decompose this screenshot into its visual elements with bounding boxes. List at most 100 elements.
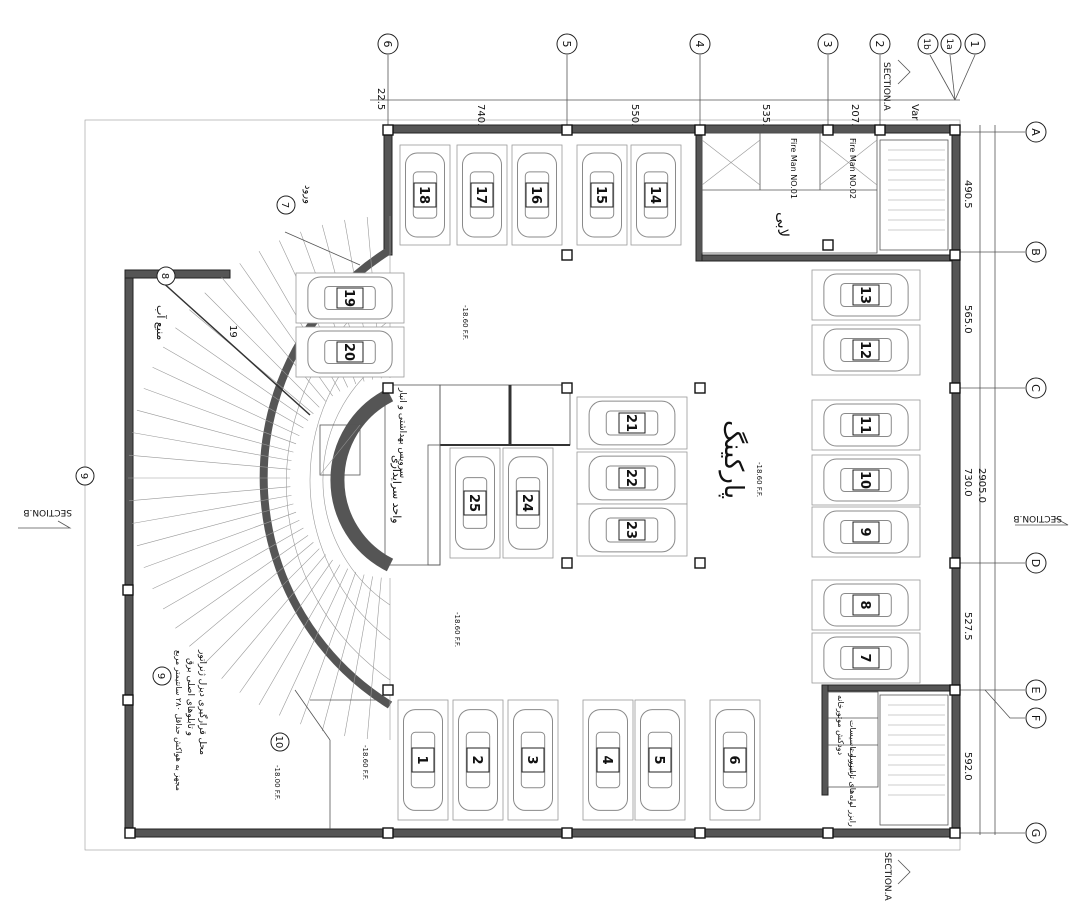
car-roof bbox=[410, 731, 436, 789]
svg-text:9: 9 bbox=[155, 673, 166, 679]
stall-outline bbox=[634, 699, 686, 821]
structural-column bbox=[561, 382, 573, 394]
lobby-block: Fire Man NO.01 Fire Man NO.02 لابی bbox=[701, 132, 949, 254]
car-roof bbox=[520, 731, 546, 789]
svg-text:9: 9 bbox=[78, 473, 89, 479]
stall-number: 7 bbox=[857, 653, 872, 662]
ramp-tread bbox=[344, 576, 373, 737]
car-roof bbox=[412, 171, 438, 219]
stair-bubble-9a bbox=[75, 466, 95, 486]
stall-number-box bbox=[618, 412, 646, 434]
stall-number-box bbox=[525, 182, 549, 208]
stall-number-box bbox=[590, 182, 614, 208]
car-outline bbox=[517, 152, 557, 238]
parking-stall: 12 bbox=[811, 324, 921, 376]
car-outline bbox=[458, 709, 498, 811]
stall-number-box bbox=[336, 287, 364, 309]
grid-bubble-2 bbox=[869, 33, 891, 55]
structural-column bbox=[949, 249, 961, 261]
grid-label-G: G bbox=[1029, 829, 1042, 838]
parking-stall: 14 bbox=[630, 144, 682, 246]
parking-stall: 1 bbox=[397, 699, 449, 821]
level-marks: -18.60 F.F. -18.60 F.F. -18.60 F.F. -18.… bbox=[273, 305, 763, 800]
ramp-tag: ورود bbox=[302, 185, 313, 204]
parking-stall: 21 bbox=[576, 396, 688, 450]
grid-label-D: D bbox=[1029, 559, 1042, 567]
dim-22-5: 22.5 bbox=[375, 88, 386, 110]
ramp-tread bbox=[162, 346, 304, 429]
car-outline bbox=[307, 330, 393, 374]
ramp-tread bbox=[221, 554, 326, 679]
stall-outline bbox=[449, 447, 501, 559]
stall-number: 2 bbox=[469, 755, 484, 764]
car-roof bbox=[324, 339, 376, 365]
grid-label-1b: 1b bbox=[921, 38, 931, 50]
grid-bubble-A bbox=[1025, 121, 1047, 143]
grid-label-6: 6 bbox=[381, 41, 394, 48]
structural-column bbox=[949, 557, 961, 569]
stall-number: 25 bbox=[466, 494, 481, 512]
stall-number-box bbox=[463, 490, 487, 516]
car-outline bbox=[823, 273, 909, 317]
grid-bubble-1a bbox=[940, 33, 962, 55]
parking-stall: 4 bbox=[582, 699, 634, 821]
grid-bubble-4 bbox=[689, 33, 711, 55]
columns bbox=[122, 124, 961, 839]
car-roof bbox=[722, 731, 748, 789]
car-outline bbox=[715, 709, 755, 811]
guard-room-note: سرویس بهداشتی و انبار bbox=[397, 387, 407, 478]
grid-label-C: C bbox=[1029, 384, 1042, 392]
ramp-tread bbox=[162, 527, 304, 610]
stall-number-box bbox=[852, 469, 880, 491]
fire-man-1: Fire Man NO.01 bbox=[789, 138, 798, 199]
svg-text:7: 7 bbox=[279, 202, 290, 208]
structural-column bbox=[561, 124, 573, 136]
dim-535: 535.0 bbox=[760, 104, 771, 133]
grid-label-F: F bbox=[1029, 715, 1042, 721]
stall-number: 23 bbox=[623, 521, 638, 539]
stall-number: 16 bbox=[528, 186, 543, 204]
ramp-tread bbox=[189, 542, 314, 647]
grid-bubble-E bbox=[1025, 679, 1047, 701]
parking-label: پارکینگ bbox=[718, 420, 749, 499]
car-outline bbox=[307, 276, 393, 320]
ramp-note: 19 bbox=[227, 325, 238, 338]
stall-number: 19 bbox=[341, 289, 356, 307]
ramp-tread bbox=[152, 519, 300, 589]
stall-number-box bbox=[336, 341, 364, 363]
level-b: -18.60 F.F. bbox=[755, 462, 763, 497]
ramp-tread bbox=[204, 548, 320, 664]
structural-column bbox=[382, 827, 394, 839]
stair-bubble-9b bbox=[152, 666, 172, 686]
ramp-tread bbox=[128, 486, 291, 502]
grid-label-1: 1 bbox=[968, 41, 981, 48]
car-roof bbox=[647, 731, 673, 789]
stall-number: 11 bbox=[857, 416, 872, 434]
top-grid: 6 5 4 3 2 1b 1a 1 22.5 740.0 550.0 535.0… bbox=[370, 33, 986, 133]
stall-outline bbox=[811, 579, 921, 631]
grid-label-3: 3 bbox=[821, 41, 834, 48]
level-d: -18.60 F.F. bbox=[361, 745, 369, 780]
car-outline bbox=[588, 400, 676, 446]
stall-number-box bbox=[644, 182, 668, 208]
structural-column bbox=[122, 584, 134, 596]
grid-label-B: B bbox=[1029, 248, 1042, 256]
parking-stall: 8 bbox=[811, 579, 921, 631]
car-roof bbox=[324, 285, 376, 311]
structural-column bbox=[694, 382, 706, 394]
car-roof bbox=[595, 731, 621, 789]
parking-stall: 23 bbox=[576, 503, 688, 557]
car-roof bbox=[840, 467, 892, 493]
stall-number-box bbox=[852, 284, 880, 306]
right-grid: A B C D E F G 490.5 565.0 730.0 2905.0 5… bbox=[882, 121, 1069, 902]
parking-stall: 15 bbox=[576, 144, 628, 246]
stall-number-box bbox=[852, 414, 880, 436]
stair-bubble-8 bbox=[156, 266, 176, 286]
stall-number: 24 bbox=[519, 494, 534, 512]
water-tank-label: منبع آب bbox=[154, 305, 168, 340]
stall-number-box bbox=[852, 647, 880, 669]
parking-stall: 6 bbox=[709, 699, 761, 821]
grid-label-A: A bbox=[1029, 128, 1042, 136]
car-outline bbox=[508, 456, 548, 550]
